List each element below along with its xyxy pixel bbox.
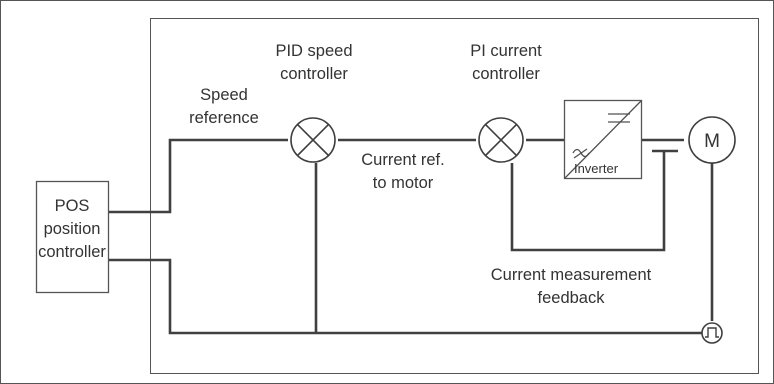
pi-current-controller-label-line2: controller — [472, 65, 540, 83]
inverter-block: Inverter — [563, 99, 643, 180]
pos-controller-label-line1: POS — [55, 197, 90, 215]
current-summing-junction-icon — [478, 117, 524, 163]
current-feedback-wire — [510, 151, 666, 252]
pos-controller-label-line3: controller — [38, 243, 106, 261]
current-feedback-label-line1: Current measurement — [491, 266, 652, 284]
ac-symbol-icon — [572, 148, 590, 159]
speed-reference-label-line1: Speed — [200, 86, 248, 104]
position-feedback-wire — [108, 258, 702, 335]
speed-reference-label-line2: reference — [189, 109, 259, 127]
drive-enclosure-frame — [150, 18, 759, 374]
pid-speed-controller-label-line1: PID speed — [275, 42, 352, 60]
encoder-icon — [701, 322, 723, 344]
motor-label: M — [704, 131, 720, 152]
pi-current-controller-label-line1: PI current — [470, 42, 542, 60]
pid-speed-controller-label-line2: controller — [280, 65, 348, 83]
current-ref-label-line1: Current ref. — [361, 151, 444, 169]
speed-reference-wire — [108, 138, 288, 214]
speed-summing-junction-icon — [290, 117, 336, 163]
current-ref-label-line2: to motor — [373, 174, 434, 192]
motor-icon: M — [688, 116, 736, 164]
inverter-label: Inverter — [574, 161, 619, 176]
pos-controller-box — [35, 180, 110, 294]
pos-controller-label-line2: position — [44, 220, 101, 238]
current-feedback-label-line2: feedback — [538, 289, 606, 307]
dc-symbol-icon — [608, 113, 630, 123]
